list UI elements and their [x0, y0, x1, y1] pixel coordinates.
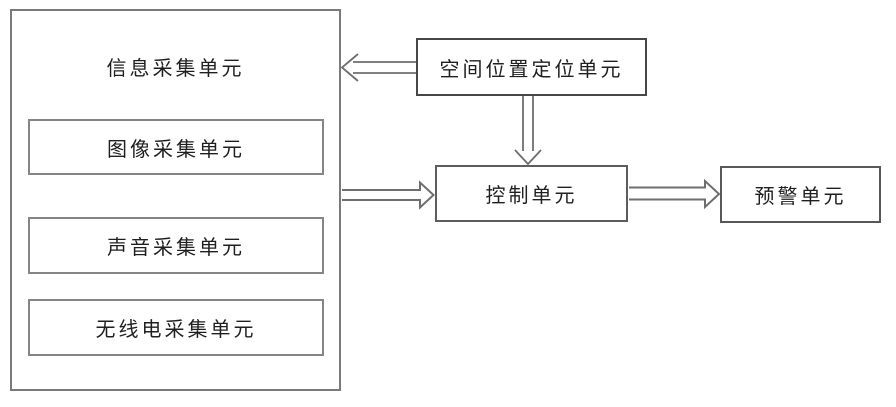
info-collection-unit-label: 信息采集单元 [10, 46, 341, 86]
control-unit-label: 控制单元 [485, 185, 578, 207]
arrow-position-to-control [514, 96, 542, 166]
info-collection-unit-box [10, 9, 341, 391]
control-unit-box: 控制单元 [435, 165, 628, 222]
radio-collection-unit-label: 无线电采集单元 [95, 319, 257, 341]
info-collection-unit-text: 信息采集单元 [106, 57, 245, 80]
warning-unit-box: 预警单元 [720, 166, 881, 223]
radio-collection-unit-box: 无线电采集单元 [28, 299, 324, 356]
sound-collection-unit-box: 声音采集单元 [28, 217, 324, 274]
image-collection-unit-box: 图像采集单元 [28, 119, 324, 175]
warning-unit-label: 预警单元 [754, 186, 847, 208]
spatial-position-unit-box: 空间位置定位单元 [416, 38, 647, 96]
image-collection-unit-label: 图像采集单元 [107, 138, 245, 161]
arrow-info-to-control [342, 180, 435, 210]
arrow-position-to-info [340, 53, 416, 82]
sound-collection-unit-label: 声音采集单元 [107, 237, 245, 259]
arrow-control-to-warning [629, 178, 721, 210]
spatial-position-unit-label: 空间位置定位单元 [439, 58, 624, 81]
